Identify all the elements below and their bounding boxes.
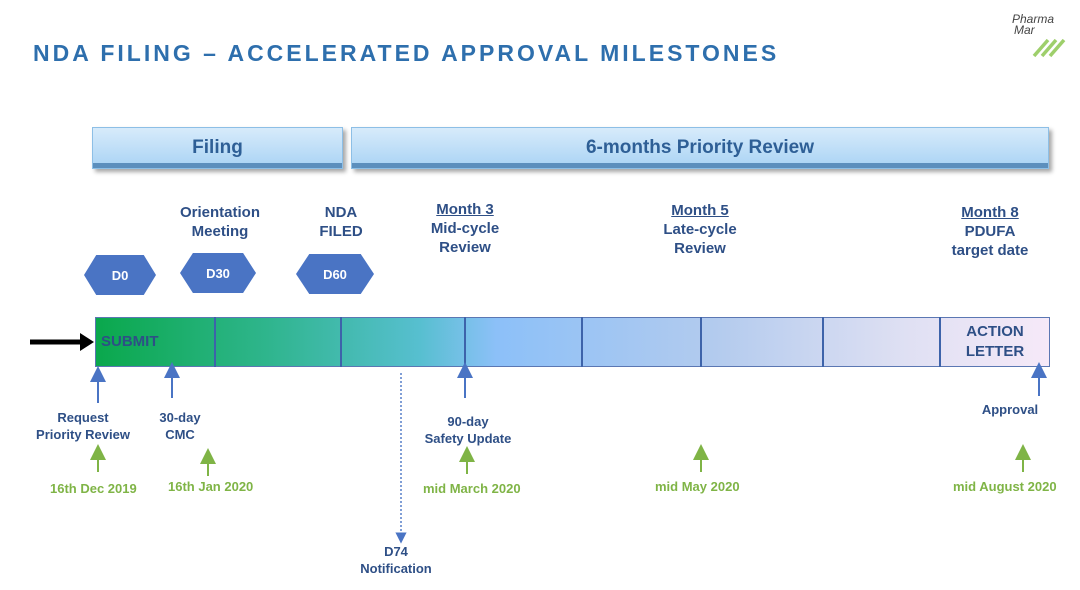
month5-line1: Late-cycle	[663, 221, 737, 238]
timeline-tick	[340, 317, 342, 367]
action-letter-label: ACTION LETTER	[943, 322, 1047, 362]
logo-text-line1: Pharma	[1012, 12, 1055, 26]
month8-label: Month 8 PDUFA target date	[930, 203, 1050, 260]
nda-filed-line1: NDA	[324, 204, 358, 221]
month3-label: Month 3 Mid-cycle Review	[405, 200, 525, 257]
month3-line2: Review	[439, 239, 491, 256]
month8-heading: Month 8	[961, 204, 1019, 221]
date-aug2020: mid August 2020	[953, 479, 1057, 494]
timeline-tick	[939, 317, 941, 367]
date-mar2020: mid March 2020	[423, 481, 521, 496]
d74-line2: Notification	[360, 561, 432, 576]
d74-notification-label: D74 Notification	[346, 543, 446, 577]
d60-hexagon: D60	[296, 254, 374, 294]
entry-arrow-icon	[30, 333, 94, 351]
orientation-line1: Orientation	[179, 204, 260, 221]
month8-line2: target date	[951, 242, 1029, 259]
month5-heading: Month 5	[671, 202, 729, 219]
page-title: NDA FILING – ACCELERATED APPROVAL MILEST…	[33, 40, 780, 66]
date-dec2019: 16th Dec 2019	[50, 481, 137, 496]
d74-line1: D74	[384, 544, 408, 559]
timeline-tick	[822, 317, 824, 367]
timeline-tick	[581, 317, 583, 367]
safety-line2: Safety Update	[424, 431, 512, 446]
nda-filed-label: NDA FILED	[295, 203, 387, 241]
month3-heading: Month 3	[436, 201, 494, 218]
request-priority-review-label: Request Priority Review	[26, 409, 140, 443]
safety-update-label: 90-day Safety Update	[412, 413, 524, 447]
action-line1: ACTION	[966, 323, 1024, 340]
logo-stripes-icon	[1032, 38, 1066, 58]
cmc-label: 30-day CMC	[145, 409, 215, 443]
cmc-line1: 30-day	[159, 410, 201, 425]
month5-label: Month 5 Late-cycle Review	[640, 201, 760, 258]
timeline-bar	[95, 317, 1050, 367]
month3-line1: Mid-cycle	[430, 220, 500, 237]
timeline-tick	[700, 317, 702, 367]
d0-hexagon: D0	[84, 255, 156, 295]
filing-phase-box: Filing	[92, 127, 343, 169]
request-line1: Request	[57, 410, 109, 425]
approval-label: Approval	[981, 402, 1039, 417]
month5-line2: Review	[674, 240, 726, 257]
request-line2: Priority Review	[36, 427, 130, 442]
month8-line1: PDUFA	[964, 223, 1016, 240]
timeline-tick	[464, 317, 466, 367]
date-may2020: mid May 2020	[655, 479, 740, 494]
d30-hexagon: D30	[180, 253, 256, 293]
action-line2: LETTER	[965, 343, 1025, 360]
nda-filed-line2: FILED	[319, 223, 363, 240]
orientation-line2: Meeting	[191, 223, 249, 240]
submit-label: SUBMIT	[101, 333, 159, 350]
date-jan2020: 16th Jan 2020	[168, 479, 254, 494]
cmc-line2: CMC	[165, 427, 195, 442]
orientation-meeting-label: Orientation Meeting	[160, 203, 280, 241]
pharmamar-logo: Pharma Mar	[1012, 12, 1072, 60]
timeline-tick	[214, 317, 216, 367]
logo-text-line2: Mar	[1014, 23, 1035, 37]
safety-line1: 90-day	[447, 414, 489, 429]
priority-review-phase-box: 6-months Priority Review	[351, 127, 1049, 169]
